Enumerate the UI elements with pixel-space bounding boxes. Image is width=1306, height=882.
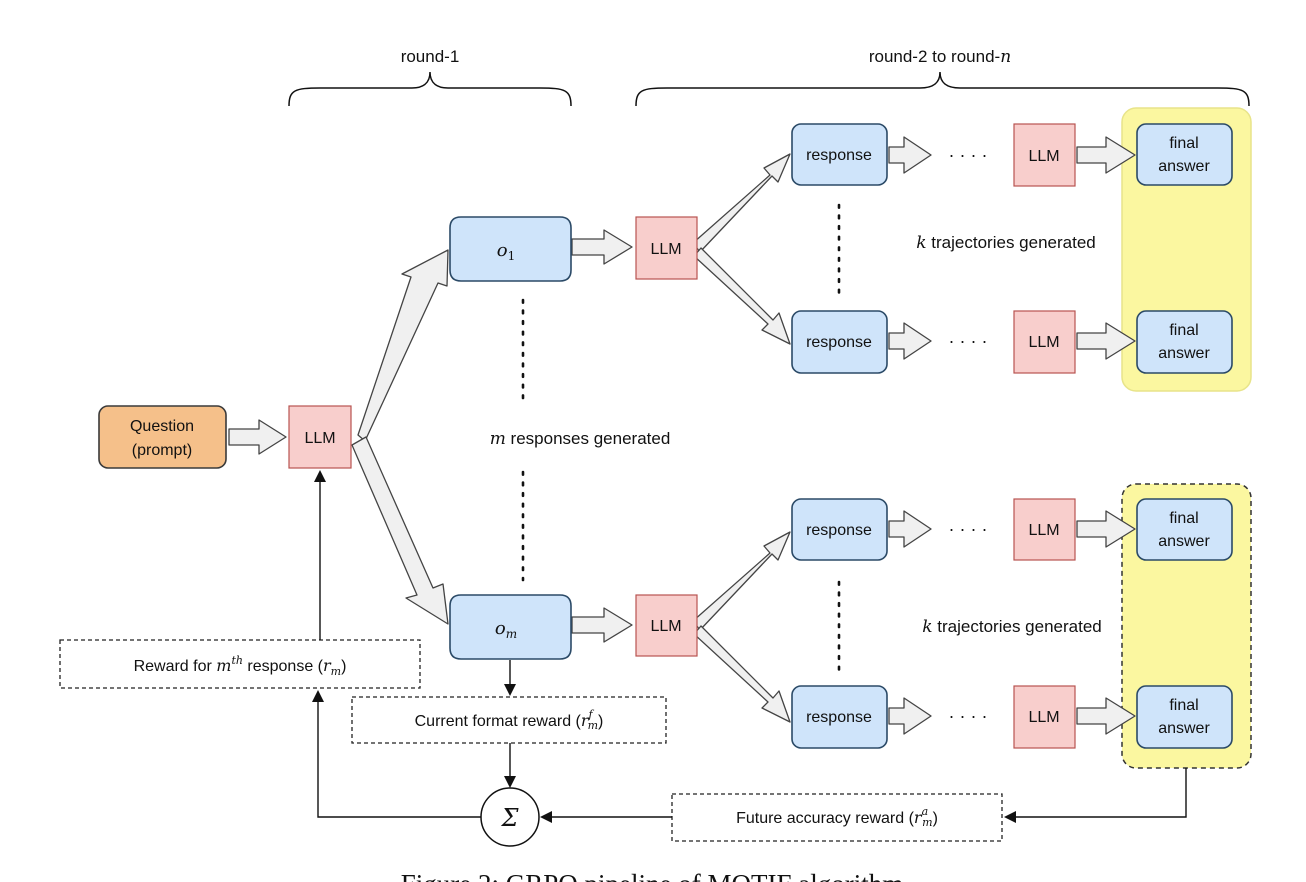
sum-node: Σ xyxy=(480,787,540,847)
llm-node-traj-4: LLM xyxy=(1013,685,1076,749)
m-responses-label: m responses generated xyxy=(490,429,671,449)
svg-text:Reward for mth response (rm): Reward for mth response (rm) xyxy=(134,654,347,678)
arrow-om-to-llm xyxy=(571,607,633,643)
arrow-response-4-right xyxy=(888,697,932,735)
arrow-llm-to-o1 xyxy=(357,249,449,442)
response-node-1: response xyxy=(791,123,888,186)
svg-text:final: final xyxy=(1169,697,1198,714)
question-node: Question (prompt) xyxy=(98,405,227,469)
k-trajectories-label-bottom: k trajectories generated xyxy=(922,617,1101,637)
svg-text:om: om xyxy=(495,618,517,641)
response-node-4: response xyxy=(791,685,888,749)
llm-node-round1: LLM xyxy=(288,405,352,469)
sum-symbol: Σ xyxy=(501,804,520,832)
llm-node-o1: LLM xyxy=(635,216,698,280)
llm-node-traj-1: LLM xyxy=(1013,123,1076,187)
final-answer-node-1: final answer xyxy=(1136,123,1233,186)
svg-text:LLM: LLM xyxy=(650,241,681,258)
final-answer-node-3: final answer xyxy=(1136,498,1233,561)
arrow-response-2-right xyxy=(888,322,932,360)
response-node-2: response xyxy=(791,310,888,374)
svg-text:o1: o1 xyxy=(497,240,515,263)
round-2-brace xyxy=(635,71,1250,107)
svg-text:answer: answer xyxy=(1158,533,1210,550)
svg-text:Future accuracy reward (ram): Future accuracy reward (ram) xyxy=(736,805,938,829)
llm-node-om: LLM xyxy=(635,594,698,657)
final-answer-node-4: final answer xyxy=(1136,685,1233,749)
reward-mth-box: Reward for mth response (rm) xyxy=(59,639,421,689)
round-2-to-n-label: round-2 to round-n xyxy=(869,47,1011,67)
ellipsis-traj-3: · · · · xyxy=(949,519,988,539)
arrow-llm-to-om xyxy=(351,436,449,625)
round-1-label: round-1 xyxy=(401,47,460,66)
flow-arrows xyxy=(228,136,1136,735)
llm-node-traj-3: LLM xyxy=(1013,498,1076,561)
round-1-brace xyxy=(288,71,572,107)
arrow-llm-to-final-4 xyxy=(1076,697,1136,735)
k-trajectories-label-top: k trajectories generated xyxy=(916,233,1095,253)
svg-text:LLM: LLM xyxy=(1028,709,1059,726)
figure-caption: Figure 2: GRPO pipeline of MOTIF algorit… xyxy=(401,869,903,882)
final-answer-node-2: final answer xyxy=(1136,310,1233,374)
svg-text:answer: answer xyxy=(1158,720,1210,737)
arrow-response-1-right xyxy=(888,136,932,174)
arrow-llm-to-response-2 xyxy=(693,247,791,345)
arrow-question-to-llm xyxy=(228,419,287,455)
svg-text:response: response xyxy=(806,709,872,726)
svg-text:LLM: LLM xyxy=(650,618,681,635)
llm-node-traj-2: LLM xyxy=(1013,310,1076,374)
svg-text:answer: answer xyxy=(1158,345,1210,362)
svg-text:Current format reward (rfm): Current format reward (rfm) xyxy=(415,708,604,732)
svg-text:answer: answer xyxy=(1158,158,1210,175)
arrow-llm-to-final-1 xyxy=(1076,136,1136,174)
svg-text:final: final xyxy=(1169,135,1198,152)
response-om-node: om xyxy=(449,594,572,660)
arrow-llm-to-final-2 xyxy=(1076,322,1136,360)
reward-connectors xyxy=(312,470,1187,823)
arrow-o1-to-llm xyxy=(571,229,633,265)
response-o1-node: o1 xyxy=(449,216,572,282)
svg-text:LLM: LLM xyxy=(1028,522,1059,539)
arrow-llm-to-response-4 xyxy=(693,625,791,723)
arrow-llm-to-final-3 xyxy=(1076,510,1136,548)
arrow-response-3-right xyxy=(888,510,932,548)
response-node-3: response xyxy=(791,498,888,561)
arrow-llm-to-response-1 xyxy=(692,153,791,253)
question-line-2: (prompt) xyxy=(132,442,192,459)
arrow-llm-to-response-3 xyxy=(692,531,791,631)
ellipsis-traj-1: · · · · xyxy=(949,145,988,165)
svg-text:final: final xyxy=(1169,322,1198,339)
svg-text:final: final xyxy=(1169,510,1198,527)
svg-text:response: response xyxy=(806,147,872,164)
ellipsis-traj-2: · · · · xyxy=(949,331,988,351)
svg-text:response: response xyxy=(806,334,872,351)
svg-text:LLM: LLM xyxy=(1028,334,1059,351)
svg-text:LLM: LLM xyxy=(304,430,335,447)
svg-text:response: response xyxy=(806,522,872,539)
question-line-1: Question xyxy=(130,418,194,435)
ellipsis-traj-4: · · · · xyxy=(949,706,988,726)
svg-text:LLM: LLM xyxy=(1028,148,1059,165)
